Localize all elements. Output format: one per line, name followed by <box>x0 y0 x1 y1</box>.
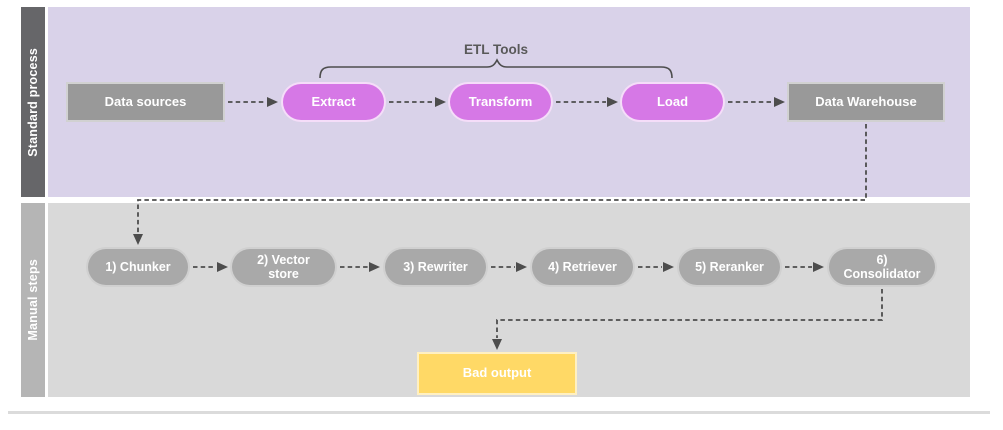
lane-label-text: Standard process <box>26 47 40 157</box>
node-rewriter[interactable]: 3) Rewriter <box>383 247 488 287</box>
canvas-bottom-edge <box>8 411 990 414</box>
node-load[interactable]: Load <box>620 82 725 122</box>
node-bad-output[interactable]: Bad output <box>417 352 577 395</box>
node-consolidator[interactable]: 6) Consolidator <box>827 247 937 287</box>
node-vector-store[interactable]: 2) Vector store <box>230 247 337 287</box>
etl-tools-annotation: ETL Tools <box>464 42 528 57</box>
node-transform[interactable]: Transform <box>448 82 553 122</box>
node-reranker[interactable]: 5) Reranker <box>677 247 782 287</box>
node-extract[interactable]: Extract <box>281 82 386 122</box>
lane-label-manual-steps: Manual steps <box>21 203 45 397</box>
lane-label-text: Manual steps <box>26 259 40 341</box>
node-data-warehouse[interactable]: Data Warehouse <box>787 82 945 122</box>
node-chunker[interactable]: 1) Chunker <box>86 247 190 287</box>
node-data-sources[interactable]: Data sources <box>66 82 225 122</box>
lane-label-standard-process: Standard process <box>21 7 45 197</box>
node-retriever[interactable]: 4) Retriever <box>530 247 635 287</box>
